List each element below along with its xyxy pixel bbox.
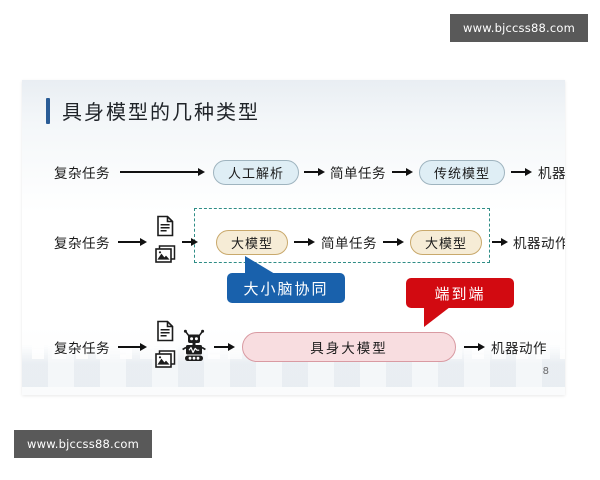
row1-arrow-4: [511, 168, 533, 176]
callout-red-label: 端到端: [434, 284, 486, 303]
row1-node-traditional-model[interactable]: 传统模型: [419, 159, 506, 185]
row1-end-label: 机器动作: [538, 166, 565, 182]
row1-arrow-1: [120, 168, 205, 176]
row2-node-large-model-2[interactable]: 大模型: [410, 229, 483, 255]
row3-arrow-1: [118, 343, 147, 351]
callout-blue-label: 大小脑协同: [243, 279, 329, 298]
row2-arrow-5: [492, 238, 509, 246]
document-icon: [155, 320, 175, 347]
robot-icon: [179, 327, 209, 368]
document-icon: [155, 215, 175, 242]
row2-arrow-4: [383, 238, 405, 246]
pipeline-row-large-model: 复杂任务: [54, 215, 565, 263]
callout-end-to-end[interactable]: 端到端: [406, 278, 514, 327]
page-title: 具身模型的几种类型: [46, 96, 260, 125]
row2-arrow-1: [118, 238, 147, 246]
row2-input-icons: [154, 215, 176, 269]
row3-start-label: 复杂任务: [54, 341, 110, 357]
row1-start-label: 复杂任务: [54, 166, 110, 182]
image-icon: [154, 349, 176, 374]
pipeline-row-traditional: 复杂任务 人工解析 简单任务 传统模型 机器动作: [54, 155, 565, 189]
title-accent-bar: [46, 97, 50, 124]
row1-arrow-3: [392, 168, 414, 176]
row2-node-large-model-1[interactable]: 大模型: [216, 229, 289, 255]
callout-brain-collaboration[interactable]: 大小脑协同: [227, 256, 345, 303]
row3-input-icons: [154, 320, 209, 374]
row1-node-manual-parse[interactable]: 人工解析: [213, 159, 300, 185]
row3-doc-image-stack: [154, 320, 176, 374]
row2-arrow-3: [294, 238, 316, 246]
slide-card: 具身模型的几种类型 复杂任务 人工解析 简单任务 传统模型 机器动作 复杂任务: [22, 80, 565, 395]
row3-node-embodied-large-model[interactable]: 具身大模型: [242, 332, 456, 362]
title-text: 具身模型的几种类型: [62, 100, 260, 124]
watermark-bottom: www.bjccss88.com: [14, 430, 152, 458]
row1-arrow-2: [304, 168, 326, 176]
watermark-top: www.bjccss88.com: [450, 14, 588, 42]
image-icon: [154, 244, 176, 269]
row3-end-label: 机器动作: [491, 341, 547, 357]
row2-mid-label: 简单任务: [321, 236, 378, 252]
row2-group-boundary: [194, 208, 490, 263]
pipeline-row-embodied: 复杂任务: [54, 320, 547, 368]
row2-arrow-2: [182, 238, 198, 246]
row3-arrow-2: [214, 343, 235, 351]
row2-end-label: 机器动作: [513, 236, 565, 252]
row1-mid-label: 简单任务: [330, 166, 387, 182]
page-number: 8: [542, 366, 549, 377]
row3-arrow-3: [464, 343, 485, 351]
callout-red-tail: [424, 307, 450, 327]
row2-start-label: 复杂任务: [54, 236, 110, 252]
callout-blue-tail: [245, 256, 275, 274]
